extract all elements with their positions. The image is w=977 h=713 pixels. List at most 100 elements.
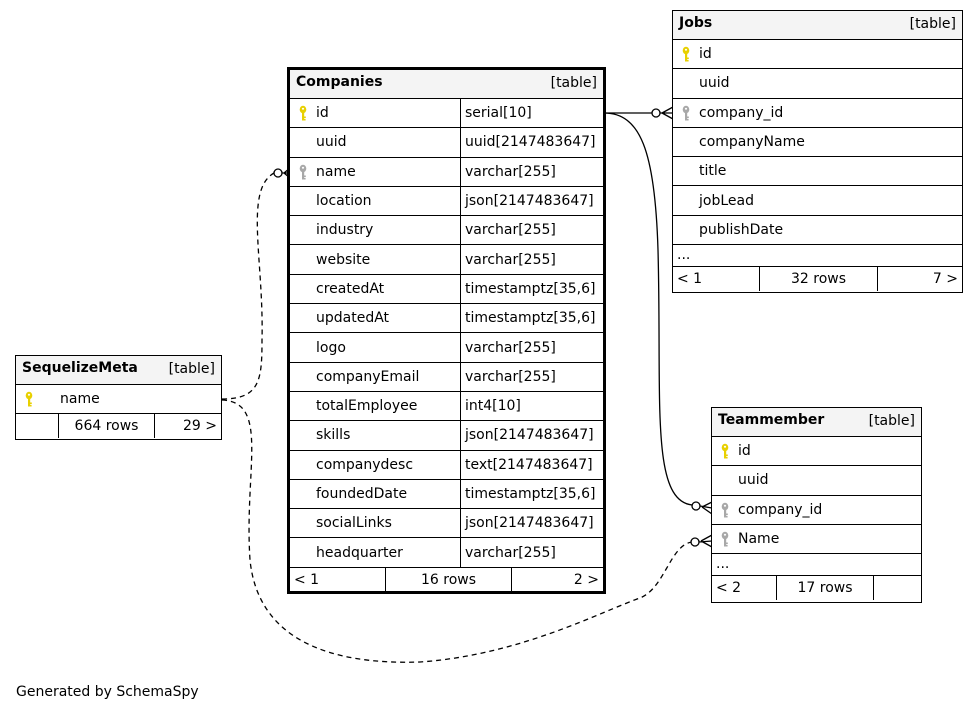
- more-columns-ellipsis: ...: [673, 245, 962, 268]
- edge-companies-jobs-zero: [651, 108, 661, 118]
- column-row[interactable]: createdAt timestamptz[35,6]: [290, 274, 603, 305]
- footer-parents[interactable]: < 1: [677, 271, 703, 288]
- column-row[interactable]: companyEmail varchar[255]: [290, 362, 603, 392]
- primary-key-icon: [721, 443, 729, 459]
- footer-parents[interactable]: < 1: [294, 571, 320, 588]
- column-row[interactable]: foundedDate timestamptz[35,6]: [290, 479, 603, 510]
- table-type: [table]: [868, 413, 915, 429]
- primary-key-icon: [682, 46, 690, 62]
- column-type: timestamptz[35,6]: [460, 479, 595, 509]
- column-type: json[2147483647]: [460, 186, 594, 216]
- column-row[interactable]: name: [16, 385, 221, 415]
- primary-key-icon: [25, 391, 33, 407]
- column-name: title: [699, 163, 727, 180]
- footer-children[interactable]: 29 >: [183, 418, 217, 435]
- foreign-key-icon: [299, 164, 307, 180]
- table-header: SequelizeMeta [table]: [16, 356, 221, 385]
- column-name: createdAt: [316, 280, 385, 297]
- column-type: timestamptz[35,6]: [460, 304, 595, 333]
- table-header: Jobs [table]: [673, 11, 962, 40]
- edge-companies-teammember-zero: [691, 501, 701, 511]
- column-name: jobLead: [699, 192, 754, 209]
- table-type: [table]: [168, 361, 215, 377]
- edge-sequelizemeta-companies: [221, 172, 275, 400]
- footer-row-count: 32 rows: [790, 271, 847, 288]
- column-row[interactable]: jobLead: [673, 186, 962, 216]
- footer-parents[interactable]: < 2: [716, 580, 742, 597]
- column-row[interactable]: company_id: [673, 99, 962, 128]
- table-title: SequelizeMeta: [22, 360, 138, 376]
- generated-by-caption: Generated by SchemaSpy: [16, 684, 199, 700]
- column-name: companyEmail: [316, 368, 420, 385]
- table-sequelizemeta[interactable]: SequelizeMeta [table] name 664 rows 29 >: [15, 355, 222, 440]
- column-row[interactable]: uuid: [712, 466, 921, 496]
- column-name: id: [738, 443, 751, 460]
- column-name: socialLinks: [316, 515, 392, 532]
- more-columns-ellipsis: ...: [712, 554, 921, 577]
- column-row[interactable]: totalEmployee int4[10]: [290, 391, 603, 422]
- primary-key-icon: [299, 105, 307, 121]
- column-type: int4[10]: [460, 391, 521, 421]
- column-row[interactable]: uuid: [673, 69, 962, 99]
- table-footer: < 2 17 rows: [712, 576, 921, 601]
- table-header: Companies [table]: [290, 70, 603, 99]
- column-row[interactable]: companyName: [673, 128, 962, 158]
- column-name: industry: [316, 222, 374, 239]
- column-name: uuid: [738, 472, 769, 489]
- table-footer: 664 rows 29 >: [16, 414, 221, 439]
- column-row[interactable]: id serial[10]: [290, 99, 603, 129]
- footer-children[interactable]: 7 >: [932, 271, 958, 288]
- column-type: text[2147483647]: [460, 450, 593, 479]
- table-type: [table]: [909, 16, 956, 32]
- column-name: foundedDate: [316, 486, 408, 502]
- table-footer: < 1 16 rows 2 >: [290, 567, 603, 592]
- column-name: publishDate: [699, 221, 784, 238]
- footer-children[interactable]: 2 >: [573, 571, 599, 588]
- column-name: id: [316, 105, 329, 122]
- column-type: uuid[2147483647]: [460, 128, 596, 157]
- column-row[interactable]: publishDate: [673, 216, 962, 246]
- column-row[interactable]: id: [673, 40, 962, 70]
- column-type: varchar[255]: [460, 538, 556, 567]
- column-name: name: [316, 163, 356, 180]
- footer-row-count: 16 rows: [420, 571, 477, 588]
- foreign-key-icon: [721, 531, 729, 547]
- column-name: company_id: [738, 501, 823, 518]
- column-type: timestamptz[35,6]: [460, 274, 595, 304]
- column-row[interactable]: Name: [712, 525, 921, 555]
- footer-row-count: 664 rows: [74, 418, 139, 435]
- column-name: name: [60, 391, 100, 408]
- column-row[interactable]: title: [673, 157, 962, 187]
- column-type: varchar[255]: [460, 362, 556, 391]
- column-row[interactable]: id: [712, 437, 921, 467]
- column-name: Name: [738, 531, 780, 548]
- column-row[interactable]: industry varchar[255]: [290, 216, 603, 246]
- column-name: updatedAt: [316, 310, 390, 327]
- column-row[interactable]: companydesc text[2147483647]: [290, 450, 603, 480]
- column-name: company_id: [699, 104, 784, 121]
- column-type: serial[10]: [460, 99, 532, 128]
- column-type: varchar[255]: [460, 216, 556, 245]
- column-row[interactable]: company_id: [712, 496, 921, 525]
- table-footer: < 1 32 rows 7 >: [673, 267, 962, 292]
- table-title: Companies: [296, 74, 383, 90]
- column-name: totalEmployee: [316, 398, 418, 415]
- foreign-key-icon: [721, 502, 729, 518]
- edge-sequelizemeta-companies-zero: [273, 168, 283, 178]
- column-type: varchar[255]: [460, 157, 556, 186]
- column-row[interactable]: updatedAt timestamptz[35,6]: [290, 304, 603, 334]
- column-name: companydesc: [316, 456, 414, 473]
- column-row[interactable]: name varchar[255]: [290, 157, 603, 187]
